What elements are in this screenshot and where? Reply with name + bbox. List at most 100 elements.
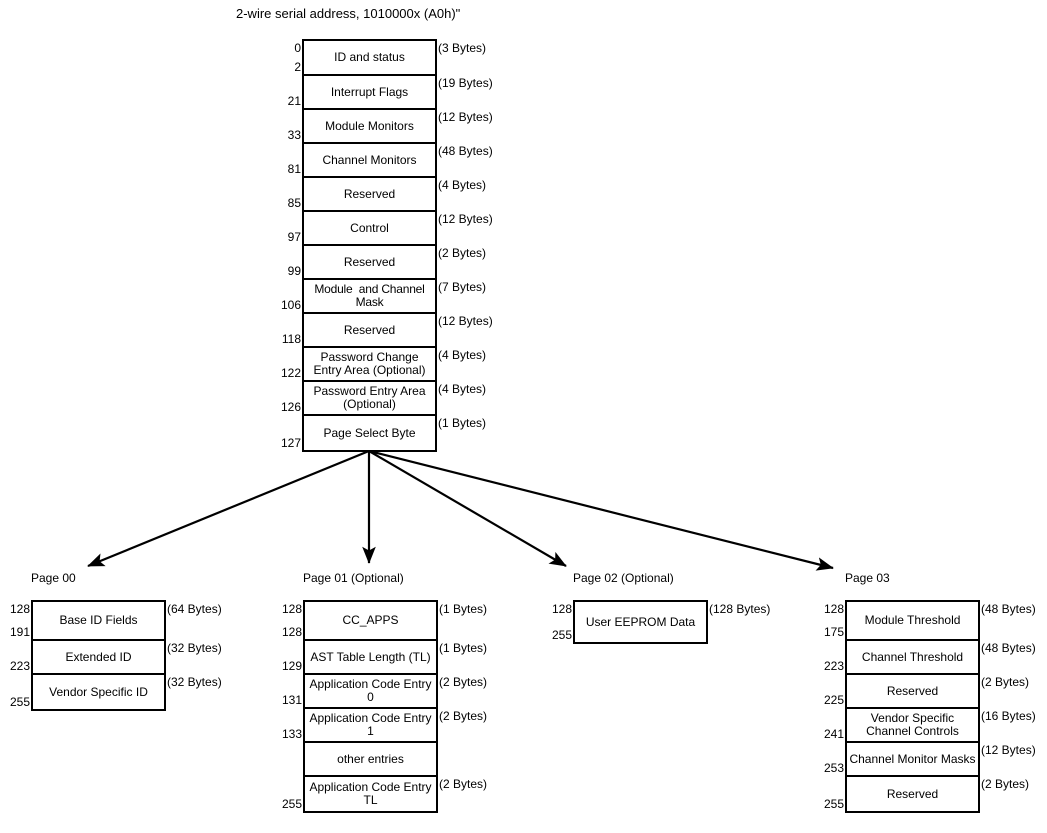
memory-row: 106 Module and Channel Mask (7 Bytes) [281,280,486,314]
memory-row-label: Vendor Specific Channel Controls [866,711,959,738]
byte-address-end: 223 [823,659,844,673]
memory-row-size: (7 Bytes) [438,280,487,294]
memory-row-size: (16 Bytes) [981,709,1036,723]
byte-address-end: 129 [281,659,302,673]
memory-row-label: Reserved [343,254,396,269]
memory-row-label: Channel Threshold [861,649,964,664]
byte-address-end: 21 [287,94,301,108]
arrow-to-page-03 [368,449,834,571]
page-02-label: Page 02 (Optional) [573,571,674,585]
memory-row-size: (1 Bytes) [438,416,487,430]
byte-address-start: 128 [551,602,572,616]
memory-row-size: (32 Bytes) [167,675,222,689]
byte-address-start: 128 [9,602,30,616]
byte-address-end: 106 [280,298,301,312]
memory-row: 118 Reserved (12 Bytes) [282,314,493,348]
memory-row: 127 Page Select Byte (1 Bytes) [281,416,486,450]
memory-row-size: (48 Bytes) [438,144,493,158]
byte-address-end: 175 [823,625,844,639]
byte-address-end: 223 [9,659,30,673]
byte-address-start: 128 [823,602,844,616]
byte-address-end: 127 [280,436,301,450]
memory-row-label: other entries [337,751,404,766]
memory-row-label: Vendor Specific ID [49,684,148,699]
memory-row-size: (4 Bytes) [438,348,487,362]
memory-row-size: (2 Bytes) [438,246,487,260]
byte-address-end: 255 [281,797,302,811]
byte-address-end: 118 [281,332,301,346]
diagram-title: 2-wire serial address, 1010000x (A0h)" [236,6,461,21]
memory-row-size: (12 Bytes) [438,212,493,226]
memory-row-label: Module and Channel Mask [314,282,428,309]
memory-row-label: Control [350,220,389,235]
memory-row-size: (1 Bytes) [439,602,488,616]
memory-row-label: Application Code Entry TL [309,780,435,807]
memory-row-size: (1 Bytes) [439,641,488,655]
byte-address-end: 85 [287,196,301,210]
memory-row-label: Password Entry Area (Optional) [313,384,429,411]
memory-row: other entries [305,743,436,777]
memory-row-size: (64 Bytes) [167,602,222,616]
memory-row-size: (2 Bytes) [439,675,488,689]
memory-row-size: (128 Bytes) [709,602,771,616]
byte-address-end: 126 [280,400,301,414]
memory-row-size: (2 Bytes) [439,777,488,791]
byte-address-end: 2 [294,60,301,74]
memory-row-size: (12 Bytes) [438,314,493,328]
byte-address-end: 97 [287,230,301,244]
page-00-label: Page 00 [31,571,76,585]
byte-address-end: 255 [9,695,30,709]
memory-row: 128 255 User EEPROM Data (128 Bytes) [552,602,770,642]
memory-row: 241 Vendor Specific Channel Controls (16 B… [824,709,1036,743]
memory-row: 97 Control (12 Bytes) [288,212,493,246]
byte-address-end: 131 [281,693,302,707]
memory-row-label: Reserved [343,322,396,337]
memory-row-size: (12 Bytes) [981,743,1036,757]
page-01-label: Page 01 (Optional) [303,571,404,585]
memory-row-label: Extended ID [65,649,132,664]
byte-address-end: 128 [281,625,302,639]
memory-row-size: (3 Bytes) [438,41,487,55]
memory-row: 255 Vendor Specific ID (32 Bytes) [10,675,222,709]
memory-row-size: (2 Bytes) [981,777,1030,791]
memory-row-label: Reserved [886,683,939,698]
memory-row-size: (4 Bytes) [438,178,487,192]
page-03-label: Page 03 [845,571,890,585]
arrow-to-page-02 [368,450,567,567]
memory-row-label: Interrupt Flags [330,84,409,99]
byte-address-end: 255 [551,628,572,642]
memory-row-label: Channel Monitors [322,152,417,167]
memory-row-label: User EEPROM Data [585,614,696,629]
memory-row: 255 Application Code Entry TL (2 Bytes) [282,777,487,811]
memory-row-label: Channel Monitor Masks [849,751,976,766]
byte-address-end: 241 [823,727,844,741]
byte-address-end: 253 [823,761,844,775]
byte-address-end: 133 [281,727,302,741]
memory-row-label: Application Code Entry 1 [309,711,435,738]
byte-address-end: 255 [823,797,844,811]
memory-row-label: Reserved [886,786,939,801]
memory-row-size: (48 Bytes) [981,641,1036,655]
memory-row-label: ID and status [334,50,405,64]
memory-row-label: Password Change Entry Area (Optional) [313,350,426,377]
byte-address-end: 33 [287,128,301,142]
memory-row: 255 Reserved (2 Bytes) [824,777,1029,811]
memory-row-label: Page Select Byte [323,425,416,440]
